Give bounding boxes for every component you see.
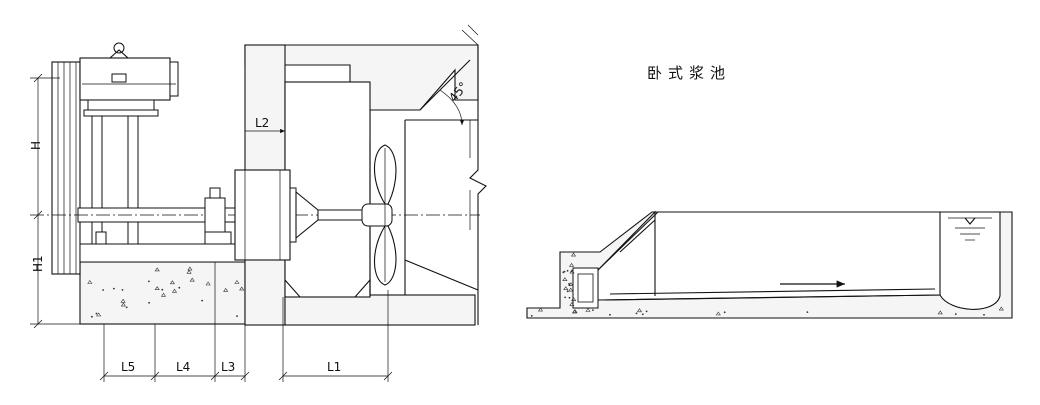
concrete-speckle — [120, 298, 126, 303]
dim-L2-group: L2 — [245, 116, 285, 134]
concrete-speckle — [189, 277, 195, 282]
concrete-speckle — [154, 286, 160, 290]
concrete-speckle — [205, 281, 211, 286]
concrete-speckle — [569, 302, 575, 306]
angle-line — [419, 59, 471, 111]
horizontal-pulper-tank: 卧式浆池 — [526, 64, 1013, 319]
concrete-speckle — [234, 279, 240, 284]
concrete-speckle — [154, 267, 160, 272]
concrete-speckle — [609, 313, 611, 316]
concrete-speckle — [201, 299, 204, 302]
concrete-speckle — [635, 312, 638, 315]
concrete-speckle — [562, 277, 568, 281]
concrete-speckle — [236, 315, 238, 317]
concrete-speckle — [186, 269, 192, 274]
concrete-speckle — [121, 289, 124, 291]
motor-terminal-box — [111, 73, 127, 83]
side-elevation: 45° — [29, 24, 487, 382]
concrete-speckle — [96, 312, 102, 317]
dim-L2: L2 — [255, 116, 269, 130]
concrete-speckle — [537, 307, 544, 312]
concrete-speckle — [937, 310, 943, 315]
concrete-speckle — [569, 269, 575, 274]
wall-flange — [234, 169, 291, 261]
concrete-speckle — [223, 287, 229, 292]
concrete-speckle — [954, 313, 957, 315]
dim-L4: L4 — [176, 360, 190, 374]
dim-L5: L5 — [121, 360, 135, 374]
concrete-speckle — [171, 288, 178, 293]
support-left — [91, 115, 103, 247]
concrete-speckle — [178, 286, 181, 289]
propeller-blade-bottom — [373, 225, 397, 286]
dim-L3: L3 — [221, 360, 235, 374]
support-right — [127, 115, 139, 247]
lifting-eye — [113, 42, 125, 54]
horizontal-dimensions: L5 L4 L3 L1 — [99, 262, 393, 382]
concrete-speckle — [125, 306, 128, 309]
concrete-speckle — [91, 315, 93, 318]
concrete-speckle — [715, 311, 721, 316]
concrete-speckle — [187, 266, 193, 271]
concrete-speckle — [983, 313, 985, 316]
tank-floor — [284, 294, 476, 326]
concrete-speckle — [563, 286, 569, 290]
bearing-housing — [204, 197, 226, 233]
concrete-speckle — [998, 306, 1004, 311]
concrete-speckle — [645, 310, 648, 313]
concrete-speckle — [566, 290, 569, 293]
concrete-speckle — [113, 287, 115, 290]
concrete-speckle — [571, 297, 577, 301]
concrete-speckle — [563, 270, 566, 273]
water-level-icon — [948, 217, 992, 241]
concrete-speckle — [568, 287, 574, 292]
concrete-speckle — [87, 279, 93, 284]
vertical-dimensions: H H1 — [29, 73, 80, 329]
dim-L1: L1 — [327, 360, 341, 374]
concrete-speckle — [169, 280, 175, 285]
dim-H: H — [29, 141, 43, 150]
concrete-speckle — [568, 282, 574, 286]
concrete-speckle — [161, 288, 164, 291]
concrete-speckle — [592, 309, 594, 311]
concrete-speckle — [569, 262, 575, 267]
concrete-speckle — [148, 301, 151, 304]
dim-H1: H1 — [31, 255, 45, 272]
concrete-speckle — [148, 280, 150, 283]
impeller-hub — [361, 203, 393, 227]
concrete-speckle — [636, 308, 643, 313]
tank-slope — [404, 120, 479, 291]
concrete-speckle — [568, 296, 571, 299]
concrete-speckle — [806, 311, 809, 313]
base-frame — [79, 243, 246, 263]
concrete-speckle — [564, 296, 566, 299]
angle-arc — [439, 89, 465, 126]
concrete-speckle — [723, 311, 726, 314]
concrete-speckle — [120, 302, 126, 307]
propeller-blade-top — [373, 144, 397, 205]
concrete-speckle — [571, 309, 578, 314]
drawing-title: 卧式浆池 — [647, 64, 731, 82]
tank-opening — [284, 81, 371, 298]
concrete-speckle — [239, 286, 245, 291]
break-line — [469, 45, 487, 325]
concrete-speckle — [566, 269, 569, 272]
tank-texture — [530, 252, 1004, 317]
belt-pulley — [51, 61, 81, 275]
concrete-speckle — [530, 315, 533, 317]
tank-basin — [597, 211, 1001, 310]
concrete-speckle — [570, 252, 577, 257]
concrete-speckle — [160, 292, 167, 297]
machine-foundation — [79, 261, 246, 325]
concrete-speckle — [102, 289, 104, 291]
concrete-speckle — [585, 307, 591, 312]
concrete-speckle — [641, 313, 644, 316]
concrete-speckle — [95, 312, 98, 315]
